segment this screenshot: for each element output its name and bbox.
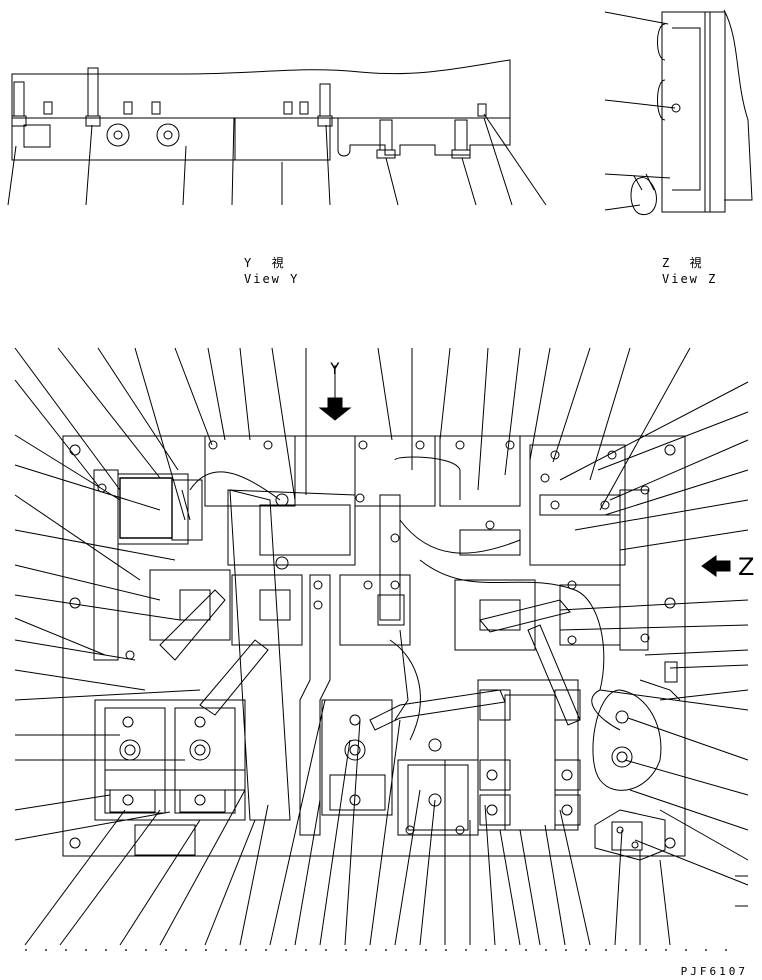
arrow-y-label: Y xyxy=(330,359,342,378)
main-panel-drawing xyxy=(15,348,748,950)
view-z-drawing xyxy=(605,10,752,215)
drawing-number: PJF6107 xyxy=(680,965,748,978)
view-y-drawing xyxy=(8,60,546,205)
view-y-label-en: View Y xyxy=(244,272,300,286)
view-z-label-en: View Z xyxy=(662,272,718,286)
view-y-label-jp: Y 視 xyxy=(244,256,286,270)
view-z-label-jp: Z 視 xyxy=(662,256,704,270)
arrow-z-label: Z xyxy=(738,553,755,581)
view-z-arrow xyxy=(702,556,730,576)
view-y-arrow xyxy=(320,398,350,420)
